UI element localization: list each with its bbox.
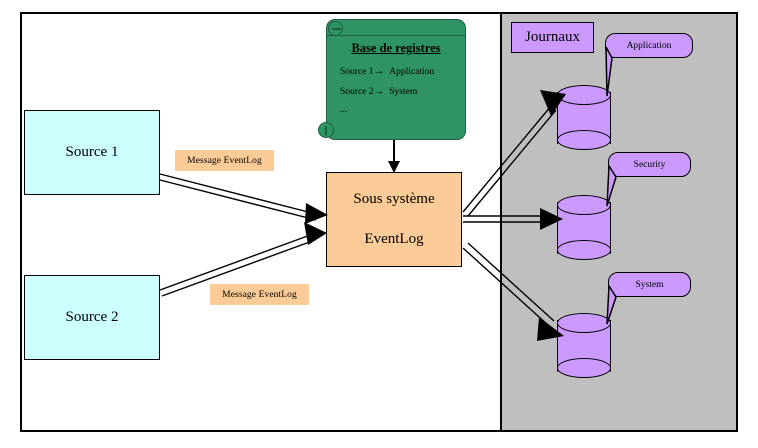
cylinder-top-ellipse xyxy=(557,195,611,215)
message-eventlog-label-1: Message EventLog xyxy=(175,150,274,171)
journaux-title-box: Journaux xyxy=(511,22,594,53)
scroll-curl-bottom-icon xyxy=(318,122,334,138)
scroll-curl-top-icon xyxy=(328,21,343,36)
log-cylinder-system[interactable] xyxy=(557,313,611,379)
cylinder-top-ellipse xyxy=(557,85,611,105)
cylinder-bottom-ellipse xyxy=(557,240,611,260)
callout-security: Security xyxy=(608,152,691,177)
registry-mapping-arrow-icon: → xyxy=(373,85,385,97)
registry-mapping-row: Source 1→ Application xyxy=(340,65,464,77)
registry-ellipsis: ... xyxy=(340,105,348,115)
scroll-top-bar xyxy=(327,35,465,36)
registry-title: Base de registres xyxy=(351,41,441,55)
registry-mapping-arrow-icon: → xyxy=(373,65,385,77)
eventlog-subsystem-box[interactable]: Sous système EventLog xyxy=(326,172,462,267)
eventlog-subsystem-line1: Sous système xyxy=(353,190,435,207)
callout-application: Application xyxy=(605,33,693,58)
registry-mapping-row: Source 2→ System xyxy=(340,85,464,97)
callout-system: System xyxy=(608,272,691,297)
cylinder-top-ellipse xyxy=(557,313,611,333)
log-cylinder-security[interactable] xyxy=(557,195,611,261)
source-1-box[interactable]: Source 1 xyxy=(24,110,160,195)
scroll-body xyxy=(326,19,466,140)
scroll-content: Base de registres Source 1→ Application … xyxy=(328,41,464,123)
log-cylinder-application[interactable] xyxy=(557,85,611,151)
source-2-box[interactable]: Source 2 xyxy=(24,275,160,360)
cylinder-bottom-ellipse xyxy=(557,130,611,150)
registry-mapping-source: Source 1 xyxy=(340,67,374,77)
journaux-panel xyxy=(500,12,738,432)
registry-mapping-target: Application xyxy=(389,67,435,77)
registry-mapping-source: Source 2 xyxy=(340,87,374,97)
base-de-registres-scroll[interactable]: Base de registres Source 1→ Application … xyxy=(318,19,466,140)
message-eventlog-label-2: Message EventLog xyxy=(210,284,309,305)
cylinder-bottom-ellipse xyxy=(557,358,611,378)
registry-mapping-target: System xyxy=(389,87,418,97)
eventlog-subsystem-line2: EventLog xyxy=(364,231,424,248)
